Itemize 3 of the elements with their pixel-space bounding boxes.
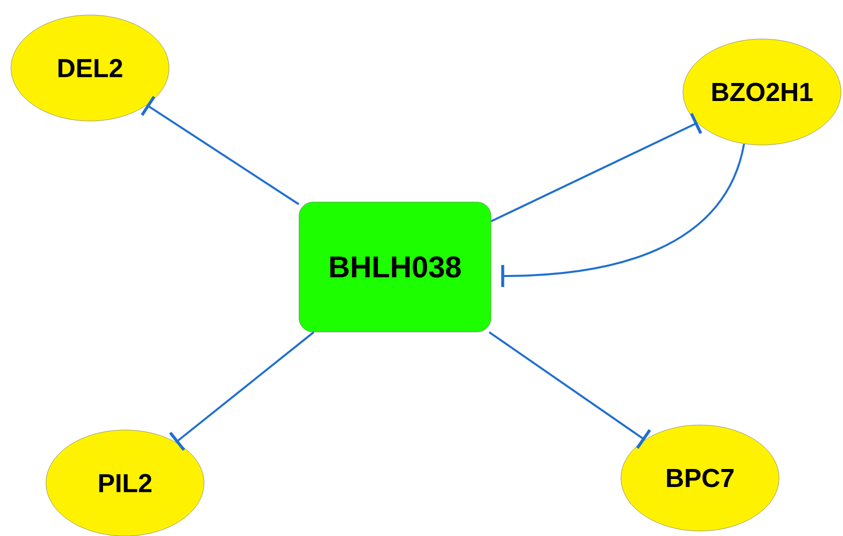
gene-box: BHLH038 xyxy=(298,202,492,332)
inhibition-edge xyxy=(501,144,745,287)
inhibition-edge xyxy=(169,331,314,451)
